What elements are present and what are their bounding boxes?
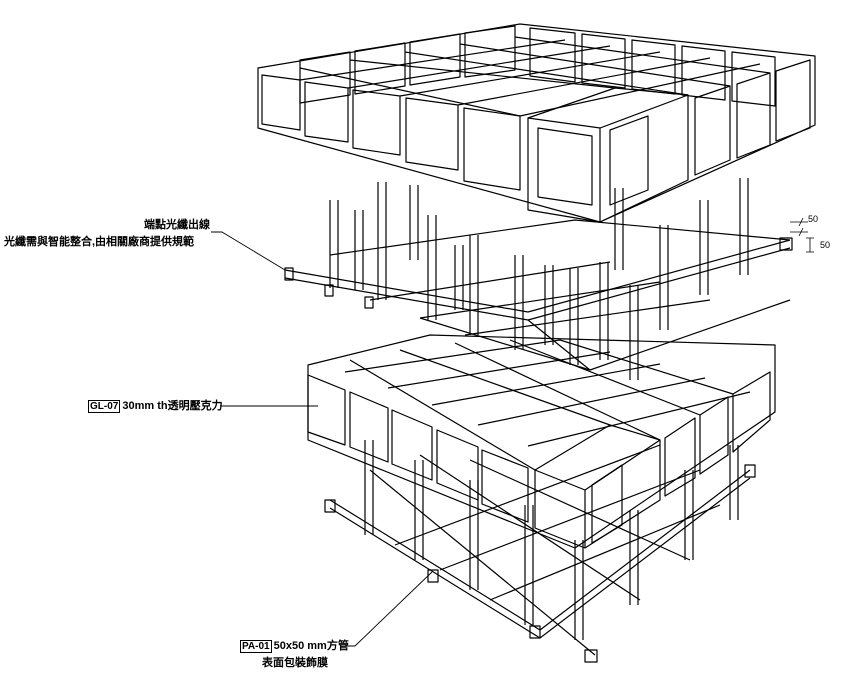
- acrylic-material-text: 30mm th透明壓克力: [122, 400, 223, 412]
- fiber-optic-note: 光纖需與智能整合,由相關廠商提供規範: [4, 235, 194, 249]
- tube-finish-text: 表面包裝飾膜: [262, 657, 328, 669]
- acrylic-material-code: GL-07: [88, 400, 121, 413]
- tube-material-text: 50x50 mm方管: [273, 640, 349, 652]
- square-tube-finish: 表面包裝飾膜: [262, 656, 328, 670]
- fiber-label-line1: 端點光纖出線: [144, 219, 210, 231]
- base-tube-frame: [324, 440, 756, 663]
- tube-material-code: PA-01: [240, 640, 272, 653]
- leader-lines: [211, 231, 433, 647]
- dimension-side-value: 50: [820, 240, 831, 250]
- fiber-optic-label: 端點光纖出線: [110, 218, 210, 232]
- dimension-marks: [790, 217, 814, 253]
- fiber-label-line2: 光纖需與智能整合,由相關廠商提供規範: [4, 236, 195, 248]
- lower-acrylic-box-layer: [307, 334, 776, 549]
- middle-tube-frame: [284, 178, 793, 380]
- upper-acrylic-box-layer: [257, 23, 816, 223]
- dimension-top-value: 50: [808, 214, 819, 224]
